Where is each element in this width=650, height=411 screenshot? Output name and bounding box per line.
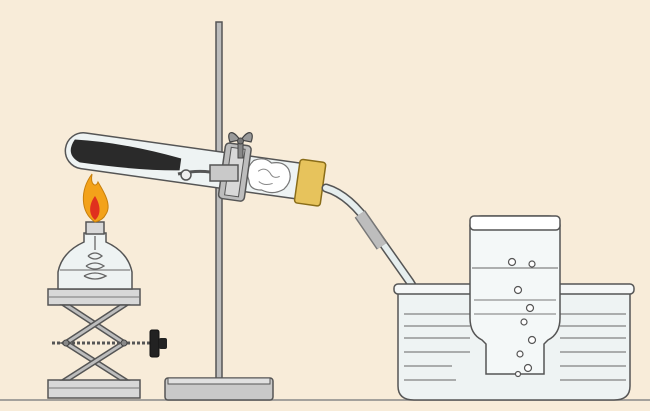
bubble [527,335,537,345]
bubble [525,303,535,313]
clamp-holder [177,164,239,182]
lab-jack [47,288,167,399]
iron-stand [164,21,274,401]
bottle-base [469,215,561,231]
bottle-inner-water-lines [474,299,556,315]
bubble [514,370,522,378]
gas-bubbles [507,257,537,378]
wing-nut-screw[interactable] [228,132,253,159]
lamp-wick-coil [83,236,108,280]
bubble [516,350,524,358]
rubber-stopper [293,158,327,207]
lamp-body [57,232,133,290]
bubble [523,363,533,373]
jack-bottom-plate [47,379,141,399]
flame-inner [90,196,100,220]
wing-nut-icon[interactable] [228,132,253,143]
clamp-small-ring [180,169,192,181]
stand-base-top [167,377,271,385]
cotton-texture [257,168,280,186]
jack-pivot-right [120,339,128,347]
gas-collecting-bottle [469,215,561,378]
alcohol-lamp [57,173,133,290]
bubble [507,257,517,267]
bubble [528,260,536,268]
bubble [520,318,528,326]
stand-rod [215,21,223,381]
jack-pivot-left [62,339,70,347]
rubber-connector-shade [355,211,387,249]
bubble [513,285,523,295]
jack-knob[interactable] [149,329,160,358]
cotton-plug [246,158,291,194]
wing-nut-center [237,137,244,145]
solid-reactant [70,139,182,171]
jack-knob-handle [159,338,167,349]
lamp-wick-holder [85,221,105,235]
clamp-boss [209,164,239,182]
